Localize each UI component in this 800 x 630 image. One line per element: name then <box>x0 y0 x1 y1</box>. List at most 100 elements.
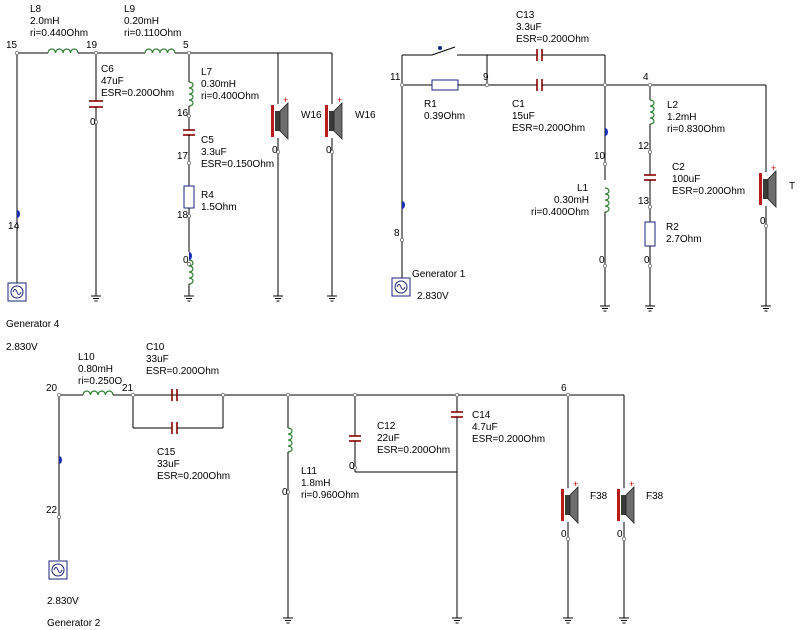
speaker-label-f38: F38 <box>646 491 664 502</box>
node-label: 0 <box>561 529 567 540</box>
circuit-generator-2: 20 21 6 22 0 0 0 0 L10 0.80mH ri=0.250O … <box>46 342 664 629</box>
node-label: 15 <box>6 40 18 51</box>
ground-icon <box>183 289 195 302</box>
component-name-c13: C13 <box>516 10 535 21</box>
probe-icon <box>402 201 405 209</box>
component-name-c10: C10 <box>146 342 165 353</box>
node-label: 0 <box>282 487 288 498</box>
resistor-r4[interactable] <box>183 185 195 209</box>
component-param-c14: ESR=0.200Ohm <box>472 434 545 445</box>
component-value-c13: 3.3uF <box>516 22 542 33</box>
node-label: 12 <box>638 141 650 152</box>
component-value-l10: 0.80mH <box>78 364 113 375</box>
inductor-l7[interactable] <box>188 81 194 107</box>
component-value-l2: 1.2mH <box>667 112 696 123</box>
speaker-label-w16: W16 <box>301 110 322 121</box>
component-param-c12: ESR=0.200Ohm <box>377 445 450 456</box>
node-label: 9 <box>483 72 489 83</box>
speaker-label-w16: W16 <box>355 110 376 121</box>
component-name-r2: R2 <box>666 222 679 233</box>
inductor-l11[interactable] <box>287 427 293 453</box>
component-param-c1: ESR=0.200Ohm <box>512 123 585 134</box>
speaker-icon[interactable] <box>560 478 579 524</box>
generator-voltage-1: 2.830V <box>417 291 449 302</box>
ground-icon <box>618 611 630 624</box>
node-label: 0 <box>599 255 605 266</box>
component-name-c5: C5 <box>201 135 214 146</box>
ground-icon <box>599 299 611 312</box>
component-name-c15: C15 <box>157 447 176 458</box>
component-value-c1: 15uF <box>512 111 535 122</box>
inductor-l8[interactable] <box>47 48 79 54</box>
ground-icon <box>272 289 284 302</box>
probe-icon <box>59 456 62 464</box>
component-name-r4: R4 <box>201 190 214 201</box>
ground-icon <box>282 611 294 624</box>
sine-generator-icon[interactable] <box>391 277 411 297</box>
node-label: 0 <box>644 255 650 266</box>
node-label: 0 <box>326 145 332 156</box>
component-name-c1: C1 <box>512 99 525 110</box>
node-label: 5 <box>183 40 189 51</box>
resistor-r2[interactable] <box>644 221 656 247</box>
sine-generator-icon[interactable] <box>7 282 27 302</box>
component-value-c10: 33uF <box>146 354 169 365</box>
component-name-l11: L11 <box>301 466 317 477</box>
node-label: 0 <box>183 255 189 266</box>
component-value-l9: 0.20mH <box>124 16 159 27</box>
component-name-l2: L2 <box>667 100 679 111</box>
ground-icon <box>644 299 656 312</box>
component-value-c12: 22uF <box>377 433 400 444</box>
component-name-r1: R1 <box>424 99 437 110</box>
component-name-c12: C12 <box>377 421 396 432</box>
switch-icon[interactable] <box>431 46 456 56</box>
circuit-generator-1: 11 9 4 10 12 13 8 0 0 0 C13 3.3uF ESR=0.… <box>390 10 795 312</box>
component-value-c14: 4.7uF <box>472 422 498 433</box>
node-label: 0 <box>272 145 278 156</box>
node-label: 18 <box>177 210 189 221</box>
component-value-l8: 2.0mH <box>30 16 59 27</box>
ground-icon <box>326 289 338 302</box>
node-label: 0 <box>617 529 623 540</box>
node-label: 6 <box>561 383 567 394</box>
node-label: 22 <box>46 505 58 516</box>
component-name-c6: C6 <box>101 64 114 75</box>
component-param-l11: ri=0.960Ohm <box>301 490 359 501</box>
component-value-c2: 100uF <box>672 174 700 185</box>
inductor-l2[interactable] <box>649 99 655 125</box>
node-label: 20 <box>46 383 58 394</box>
inductor-l9[interactable] <box>144 48 176 54</box>
component-param-c5: ESR=0.150Ohm <box>201 159 274 170</box>
component-value-r2: 2.7Ohm <box>666 234 702 245</box>
component-value-c6: 47uF <box>101 76 124 87</box>
ground-icon <box>451 611 463 624</box>
component-value-c15: 33uF <box>157 459 180 470</box>
node-label: 13 <box>638 196 650 207</box>
circuit-generator-4: 15 19 5 0 16 17 18 14 0 0 0 L8 2.0mH ri=… <box>6 4 376 353</box>
component-name-l9: L9 <box>124 4 136 15</box>
component-param-l10: ri=0.250O <box>78 376 122 387</box>
speaker-icon[interactable] <box>324 94 343 140</box>
component-value-r4: 1.5Ohm <box>201 202 237 213</box>
ground-icon <box>562 611 574 624</box>
component-name-c14: C14 <box>472 410 491 421</box>
speaker-label-t: T <box>789 181 795 192</box>
node-label: 4 <box>643 72 649 83</box>
component-name-l10: L10 <box>78 352 95 363</box>
probe-icon <box>189 252 192 260</box>
component-param-l8: ri=0.440Ohm <box>30 28 88 39</box>
speaker-icon[interactable] <box>270 94 289 140</box>
component-value-c5: 3.3uF <box>201 147 227 158</box>
generator-name-1: Generator 1 <box>412 269 466 280</box>
speaker-icon[interactable] <box>616 478 635 524</box>
sine-generator-icon[interactable] <box>48 560 68 580</box>
component-param-c10: ESR=0.200Ohm <box>146 366 219 377</box>
component-value-r1: 0.39Ohm <box>424 111 465 122</box>
node-label: 17 <box>177 151 189 162</box>
inductor-l10[interactable] <box>82 390 114 396</box>
inductor-l1[interactable] <box>604 187 610 213</box>
node-label: 14 <box>8 221 20 232</box>
speaker-icon[interactable] <box>758 162 777 208</box>
probe-icon <box>17 210 20 218</box>
resistor-r1[interactable] <box>431 79 459 91</box>
